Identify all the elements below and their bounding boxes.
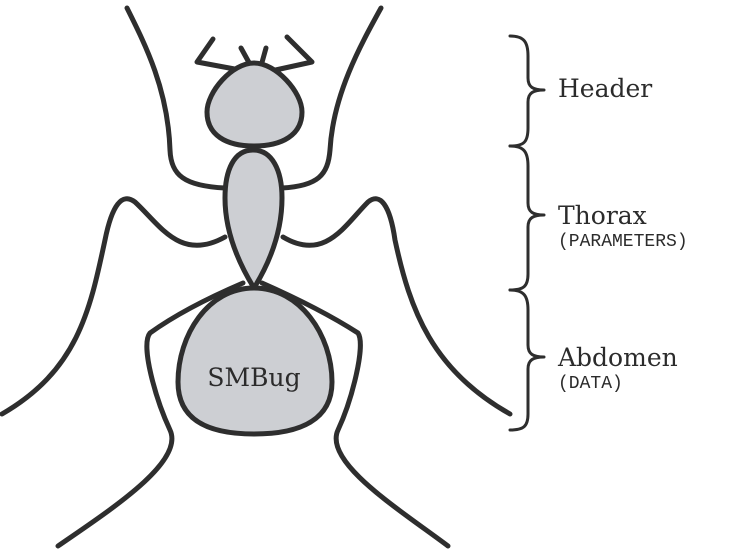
thorax-section-title: Thorax xyxy=(558,201,647,230)
header-section-title: Header xyxy=(558,74,652,103)
ant-head xyxy=(204,60,305,149)
left-front-leg xyxy=(124,5,228,191)
left-middle-leg xyxy=(0,196,228,417)
abdomen-label: SMBug xyxy=(207,363,300,392)
left-antenna-outer xyxy=(194,36,243,73)
right-antenna-outer xyxy=(268,34,315,74)
ant-thorax xyxy=(222,147,285,291)
thorax-section-subtitle: (PARAMETERS) xyxy=(558,232,688,252)
abdomen-brace xyxy=(508,288,546,432)
ant-abdomen xyxy=(175,285,335,437)
antennae xyxy=(194,34,315,74)
right-front-leg xyxy=(279,5,384,191)
header-brace xyxy=(508,34,546,148)
right-hind-leg xyxy=(259,280,451,549)
left-hind-leg xyxy=(55,280,246,549)
abdomen-section-title: Abdomen xyxy=(557,343,678,372)
abdomen-section-subtitle: (DATA) xyxy=(558,374,623,394)
right-middle-leg xyxy=(280,196,513,417)
thorax-brace xyxy=(508,144,546,292)
